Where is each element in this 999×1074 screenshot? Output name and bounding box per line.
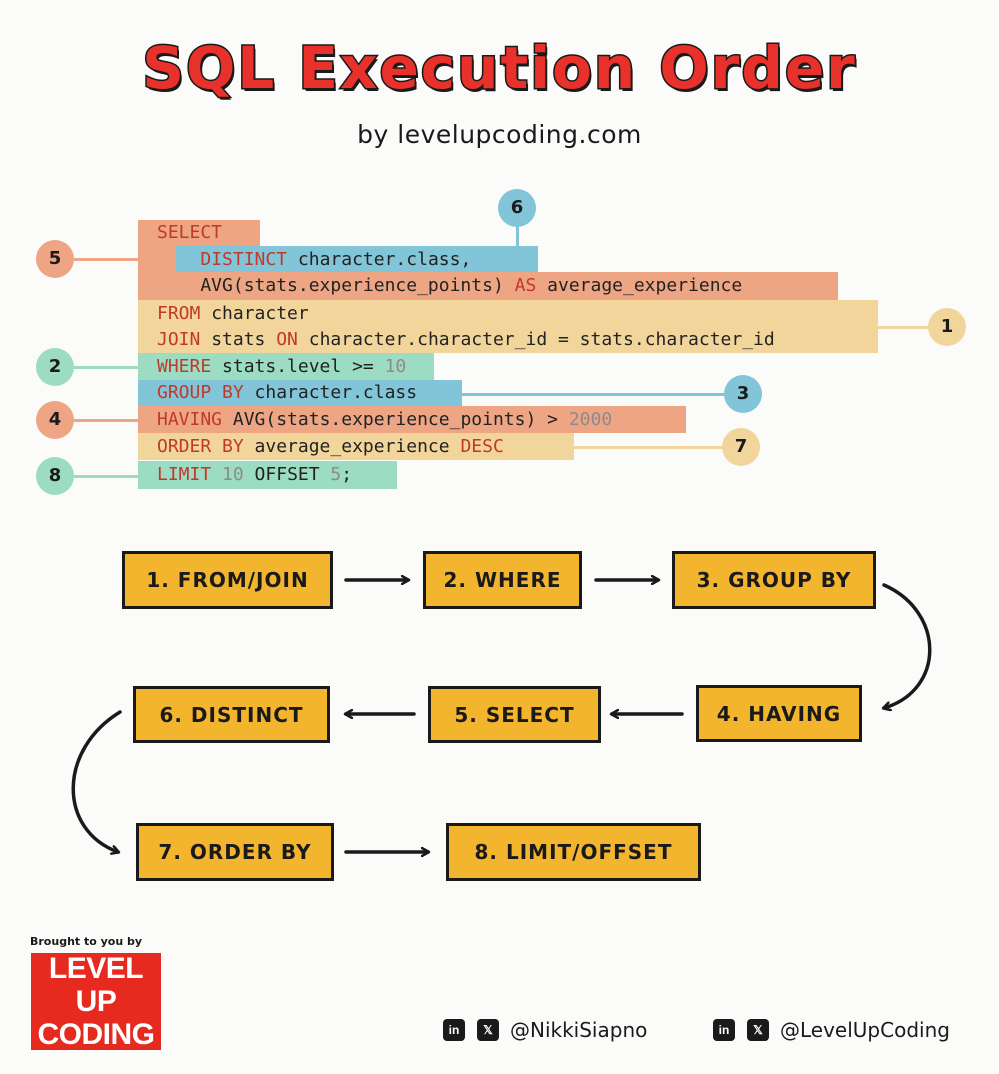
code-token: ; (341, 464, 353, 485)
highlight-having (138, 406, 686, 433)
code-token: WHERE (157, 356, 212, 377)
x-icon[interactable]: 𝕏 (477, 1019, 499, 1041)
code-token: DESC (460, 436, 504, 457)
connector-1 (876, 326, 932, 329)
code-token: ON (276, 329, 298, 350)
highlight-from-join (138, 300, 878, 353)
arrow-6-7 (71, 710, 122, 852)
badge-8: 8 (36, 457, 74, 495)
step-order-by: 7. ORDER BY (136, 823, 334, 881)
connector-5 (74, 258, 140, 261)
code-token: SELECT (157, 222, 223, 243)
connector-2 (74, 366, 140, 369)
linkedin-icon[interactable]: in (443, 1019, 465, 1041)
code-token: 2000 (568, 409, 613, 430)
handle-nikki[interactable]: @NikkiSiapno (510, 1018, 648, 1042)
connector-4 (74, 419, 140, 422)
level-up-coding-logo: LEVEL UP CODING (31, 952, 161, 1051)
code-token: character.class, (287, 249, 472, 270)
x-icon[interactable]: 𝕏 (747, 1019, 769, 1041)
code-token: character (200, 303, 309, 324)
code-line: ORDER BY average_experience DESC (157, 434, 504, 460)
highlight-limit (138, 461, 397, 489)
code-token: character.character_id = stats.character… (297, 329, 775, 350)
brought-label: Brought to you by (30, 935, 143, 948)
badge-7: 7 (722, 428, 760, 466)
linkedin-icon[interactable]: in (713, 1019, 735, 1041)
badge-2: 2 (36, 348, 74, 386)
step-group-by: 3. GROUP BY (672, 551, 876, 609)
logo-line-1: LEVEL UP (48, 952, 144, 1018)
code-line: DISTINCT character.class, (157, 247, 471, 273)
code-line: HAVING AVG(stats.experience_points) > 20… (157, 407, 612, 433)
code-token: OFFSET (243, 464, 331, 485)
code-token: AVG(stats.experience_points) > (222, 409, 569, 430)
step-limit-offset: 8. LIMIT/OFFSET (446, 823, 701, 881)
code-line: JOIN stats ON character.character_id = s… (157, 327, 775, 353)
code-token: FROM (157, 303, 201, 324)
page-title: SQL Execution Order (141, 33, 857, 104)
connector-8 (74, 475, 140, 478)
connector-3 (460, 393, 728, 396)
badge-1: 1 (928, 308, 966, 346)
badge-5: 5 (36, 240, 74, 278)
code-line: AVG(stats.experience_points) AS average_… (157, 273, 742, 299)
logo-line-2: CODING (37, 1018, 156, 1051)
code-token: average_experience (243, 436, 461, 457)
code-line: FROM character (157, 301, 309, 327)
highlight-order-by (138, 433, 574, 460)
code-token: DISTINCT (200, 249, 288, 270)
code-token: ORDER BY (157, 436, 244, 457)
handle-levelupcoding[interactable]: @LevelUpCoding (780, 1018, 950, 1042)
code-line: SELECT (157, 220, 222, 246)
code-token: JOIN (157, 329, 201, 350)
step-from-join: 1. FROM/JOIN (122, 551, 333, 609)
highlight-select-gap (138, 246, 176, 272)
code-token: AVG(stats.experience_points) (157, 275, 515, 296)
step-select: 5. SELECT (428, 686, 601, 743)
step-having: 4. HAVING (696, 685, 862, 742)
badge-4: 4 (36, 401, 74, 439)
code-token: stats.level >= (211, 356, 385, 377)
code-token: stats (200, 329, 277, 350)
code-token: character.class (243, 382, 418, 403)
code-token: 10 (222, 464, 244, 485)
page-subtitle: by levelupcoding.com (357, 120, 642, 149)
highlight-avg (138, 272, 838, 300)
arrow-3-4 (884, 583, 932, 708)
code-token: average_experience (536, 275, 743, 296)
code-token: AS (514, 275, 537, 296)
badge-6: 6 (498, 189, 536, 227)
connector-6 (516, 226, 519, 248)
code-token: 10 (384, 356, 407, 377)
step-where: 2. WHERE (423, 551, 582, 609)
code-line: WHERE stats.level >= 10 (157, 354, 406, 380)
code-line: LIMIT 10 OFFSET 5; (157, 462, 352, 488)
badge-3: 3 (724, 375, 762, 413)
connector-7 (572, 446, 728, 449)
highlight-group-by (138, 380, 462, 406)
highlight-where (138, 353, 434, 380)
code-token: LIMIT (157, 464, 212, 485)
highlight-distinct (176, 246, 538, 272)
code-token: 5 (330, 464, 342, 485)
code-token: GROUP BY (157, 382, 244, 403)
code-token: HAVING (157, 409, 223, 430)
code-line: GROUP BY character.class (157, 380, 417, 406)
step-distinct: 6. DISTINCT (133, 686, 330, 743)
highlight-select (138, 220, 260, 246)
